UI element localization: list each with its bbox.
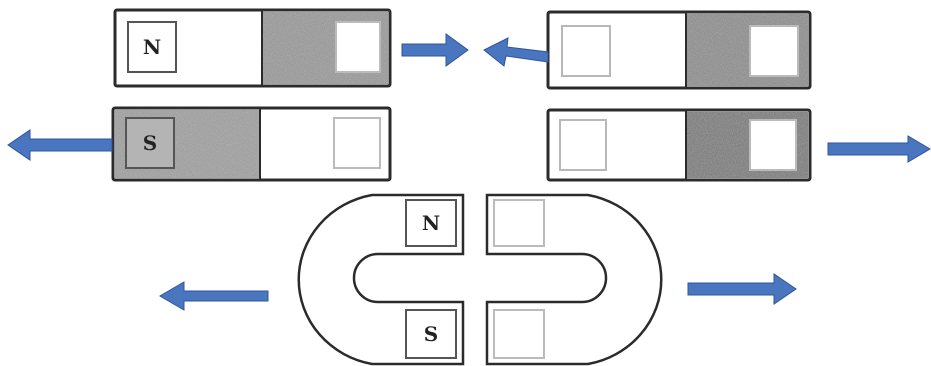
pole-box-left [560,120,606,170]
pole-label-s: S [143,131,157,155]
bar-magnet-top-left: N [115,10,390,86]
pole-label-n: N [143,35,161,59]
pole-box-right [750,26,798,76]
arrow-icon [828,136,930,162]
pole-box-right [334,118,380,168]
pole-box-left [562,26,610,76]
pole-box-right [750,120,796,170]
horseshoe-magnet-right [487,195,661,364]
pole-label-s: S [424,322,438,346]
arrow-icon [8,130,112,160]
arrow-icon [160,282,268,310]
pole-box-top [494,200,544,246]
horseshoe-magnet-left: N S [299,195,463,364]
pole-box-right [336,22,380,72]
pole-box-bottom [494,310,544,358]
bar-magnet-middle-right [548,110,810,180]
bar-magnet-top-right [548,12,810,88]
arrow-icon [484,38,548,66]
arrow-icon [688,274,796,304]
arrow-icon [402,34,468,66]
pole-label-n: N [422,211,440,235]
bar-magnet-middle-left: S [113,108,390,180]
